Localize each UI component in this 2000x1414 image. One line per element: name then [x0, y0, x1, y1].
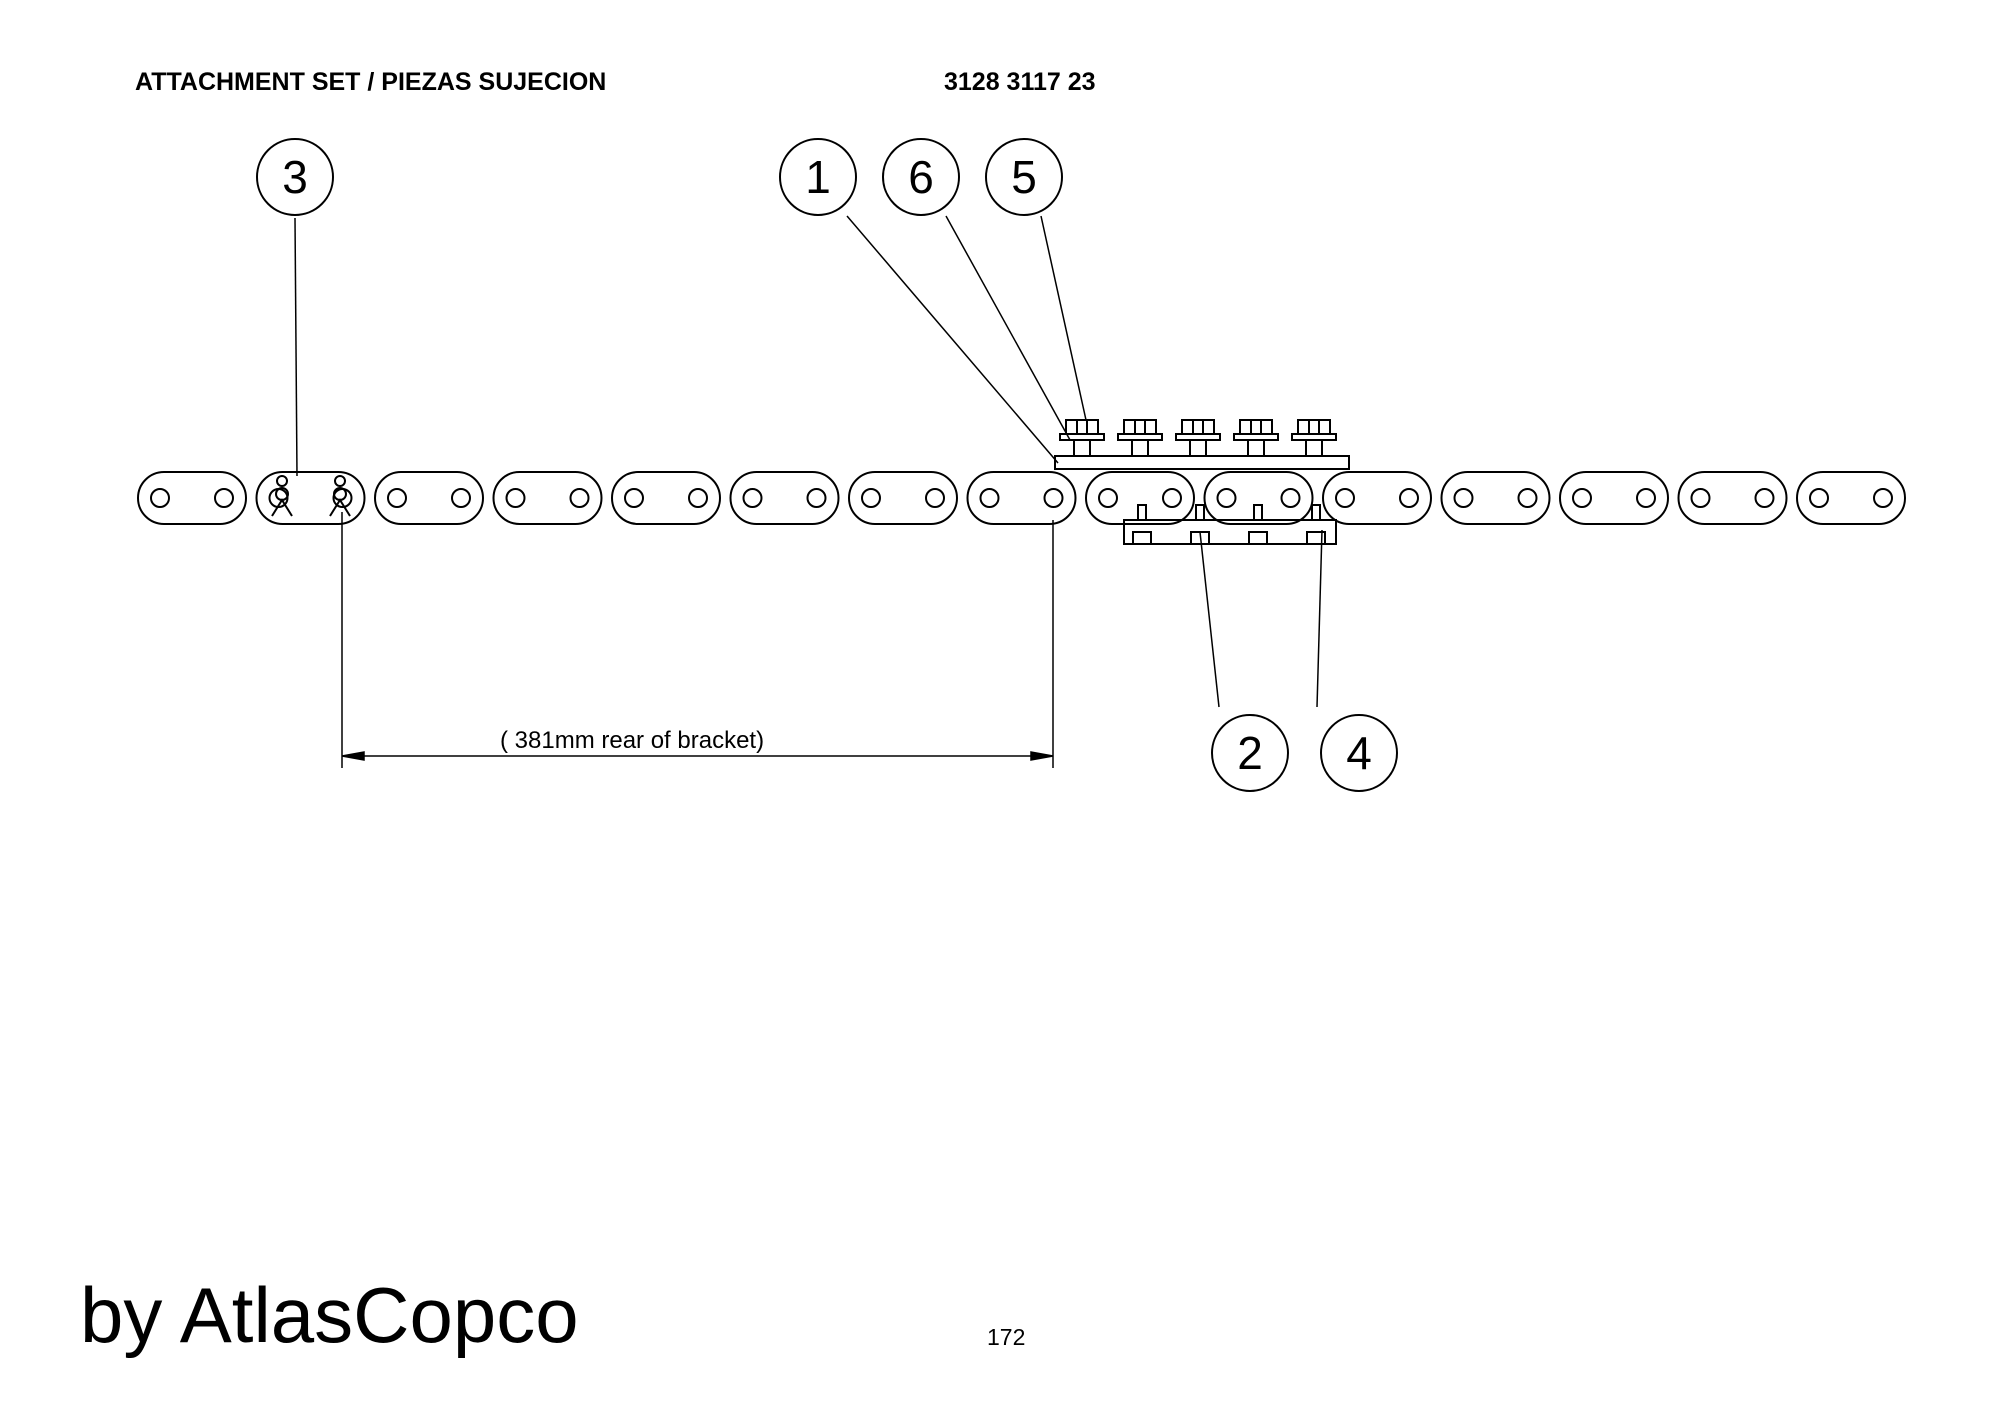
chain-pin: [688, 488, 708, 508]
callout-circle-6: [882, 138, 960, 216]
chain-pin: [1754, 488, 1775, 508]
chain-pin: [1453, 488, 1474, 508]
hex-bolt: [1059, 419, 1105, 457]
callout-4: 4: [1346, 727, 1372, 779]
chain-pin: [1335, 488, 1355, 508]
chain-pin: [150, 488, 170, 508]
callout-circle-4: [1320, 714, 1398, 792]
callout-5: 5: [1011, 151, 1037, 203]
chain-pin: [742, 488, 763, 508]
hex-bolt: [1233, 419, 1279, 457]
chain-link: [1322, 471, 1432, 525]
chain-link: [611, 471, 721, 525]
chain-pin: [451, 488, 471, 508]
chain-link: [966, 471, 1077, 525]
chain-link: [255, 471, 366, 525]
hex-bolts: [1059, 419, 1337, 457]
chain-pin: [214, 488, 234, 508]
page-number: 172: [987, 1324, 1026, 1350]
hex-bolt: [1117, 419, 1163, 457]
spring-clips: [271, 475, 351, 517]
chain-pin: [1098, 488, 1118, 508]
chain-pin: [1517, 488, 1538, 508]
chain-pin: [387, 488, 407, 508]
chain-link: [1559, 471, 1669, 525]
top-bracket-plate: [1054, 455, 1350, 470]
chain-link: [1085, 471, 1195, 525]
chain-pin: [1690, 488, 1711, 508]
chain-link: [374, 471, 484, 525]
chain-link: [1677, 471, 1788, 525]
dimension-label: ( 381mm rear of bracket): [500, 727, 764, 754]
callout-6: 6: [908, 151, 934, 203]
bracket-assembly: [1054, 419, 1350, 545]
callout-circle-5: [985, 138, 1063, 216]
brand-footer: by AtlasCopco: [80, 1271, 579, 1359]
chain-link: [492, 471, 603, 525]
nut: [1248, 504, 1268, 545]
chain-pin: [1636, 488, 1656, 508]
chain-pin: [979, 488, 1000, 508]
nut: [1306, 504, 1326, 545]
roller-chain: [137, 471, 1906, 525]
chain-link: [1440, 471, 1551, 525]
chain-pin: [1162, 488, 1182, 508]
part-number: 3128 3117 23: [944, 68, 1096, 96]
chain-pin: [505, 488, 526, 508]
bottom-bracket-plate: [1123, 519, 1337, 545]
chain-link: [137, 471, 247, 525]
chain-pin: [1216, 488, 1237, 508]
chain-pin: [1572, 488, 1592, 508]
callout-1: 1: [805, 151, 831, 203]
callout-2: 2: [1237, 727, 1263, 779]
chain-pin: [1280, 488, 1301, 508]
document-title: ATTACHMENT SET / PIEZAS SUJECION: [135, 68, 607, 96]
nut: [1132, 504, 1152, 545]
chain-pin: [1043, 488, 1064, 508]
dimension-381mm: [341, 512, 1054, 768]
chain-pin: [861, 488, 881, 508]
chain-link: [1203, 471, 1314, 525]
chain-link: [848, 471, 958, 525]
chain-pin: [1809, 488, 1829, 508]
chain-pin: [925, 488, 945, 508]
hex-bolt: [1291, 419, 1337, 457]
chain-pin: [569, 488, 590, 508]
chain-pin: [806, 488, 827, 508]
chain-link: [1796, 471, 1906, 525]
chain-link: [729, 471, 840, 525]
leader-lines: [294, 215, 1323, 708]
bottom-nuts: [1132, 504, 1326, 545]
chain-pin: [624, 488, 644, 508]
callout-circle-2: [1211, 714, 1289, 792]
callout-3: 3: [282, 151, 308, 203]
hex-bolt: [1175, 419, 1221, 457]
chain-pin: [1399, 488, 1419, 508]
chain-pin: [1873, 488, 1893, 508]
callout-circle-1: [779, 138, 857, 216]
callout-circle-3: [256, 138, 334, 216]
